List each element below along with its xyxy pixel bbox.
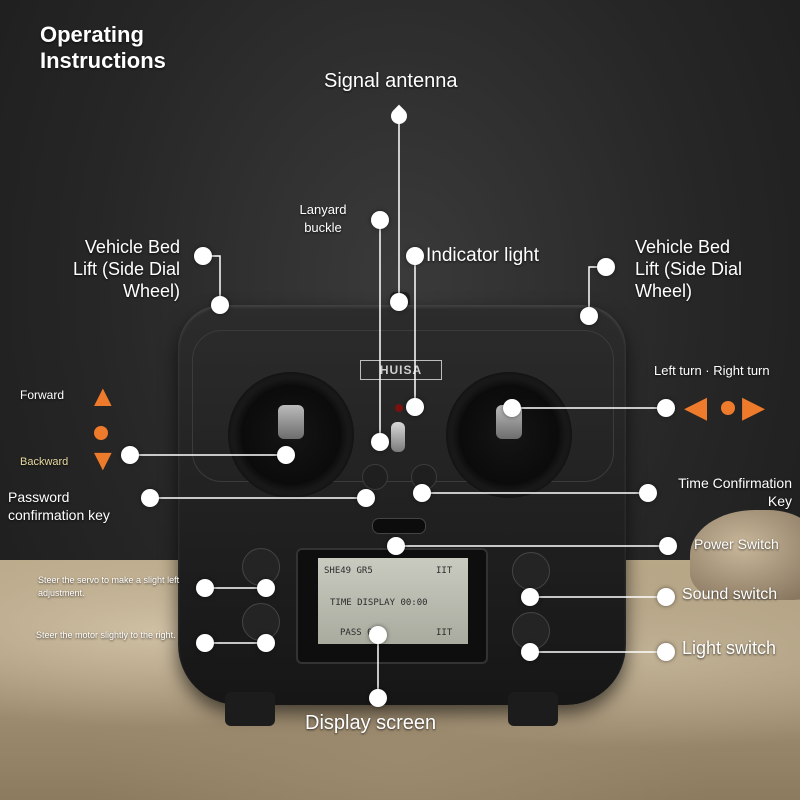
bed-right-end-dot <box>580 307 598 325</box>
indicator-led <box>395 404 403 412</box>
lanyard-dot <box>371 211 389 229</box>
left-foot <box>225 692 275 726</box>
indicator-end-dot <box>406 398 424 416</box>
turn-dot <box>657 399 675 417</box>
vehicle-bed-right-label: Vehicle Bed Lift (Side Dial Wheel) <box>635 237 743 301</box>
light-end-dot <box>521 643 539 661</box>
orange-turn-dot <box>721 401 735 415</box>
display-dot <box>369 689 387 707</box>
forward-label: Forward <box>20 388 65 402</box>
right-stick-dot <box>503 399 521 417</box>
servo-dot <box>196 579 214 597</box>
lcd-battery-2: IIT <box>436 628 453 638</box>
brand-logo: HUISA <box>360 360 442 380</box>
orange-center-dot <box>94 426 108 440</box>
indicator-light-label: Indicator light <box>426 245 540 266</box>
backward-label: Backward <box>20 456 69 468</box>
left-stick-dot <box>277 446 295 464</box>
password-confirmation-button[interactable] <box>362 464 388 490</box>
sound-button[interactable] <box>512 552 550 590</box>
antenna-dot <box>390 293 408 311</box>
password-end-dot <box>357 489 375 507</box>
lcd-line-3: PASS 00 <box>340 628 378 638</box>
motor-dot <box>196 634 214 652</box>
arrow-left-icon: ◀ <box>684 391 708 424</box>
bed-left-dot <box>194 247 212 265</box>
controller-face-panel <box>192 330 614 482</box>
time-key-label: Time Confirmation Key <box>678 475 792 509</box>
power-switch-label: Power Switch <box>694 536 779 552</box>
rock <box>690 510 800 600</box>
display-end-dot <box>369 626 387 644</box>
arrow-up-icon: ▲ <box>88 380 118 413</box>
power-end-dot <box>387 537 405 555</box>
lanyard-end-dot <box>371 433 389 451</box>
right-foot <box>508 692 558 726</box>
signal-antenna-label: Signal antenna <box>324 70 458 92</box>
lanyard-buckle-label: Lanyard buckle <box>299 202 347 235</box>
left-joystick[interactable] <box>278 405 304 439</box>
light-switch-label: Light switch <box>682 638 777 658</box>
lanyard-toggle[interactable] <box>391 422 405 452</box>
steer-servo-label: Steer the servo to make a slight left ad… <box>38 575 180 598</box>
page-title: Operating Instructions <box>40 22 166 73</box>
light-dot <box>657 643 675 661</box>
bed-right-dot <box>597 258 615 276</box>
indicator-dot <box>406 247 424 265</box>
password-key-label: Password confirmation key <box>8 489 110 523</box>
lcd-line-2: TIME DISPLAY 00:00 <box>330 598 428 608</box>
vehicle-bed-left-label: Vehicle Bed Lift (Side Dial Wheel) <box>72 237 180 301</box>
display-screen-label: Display screen <box>305 712 437 734</box>
forward-backward-dot <box>121 446 139 464</box>
sound-switch-label: Sound switch <box>682 586 778 603</box>
password-dot <box>141 489 159 507</box>
turn-label: Left turn · Right turn <box>654 363 770 378</box>
sound-dot <box>657 588 675 606</box>
power-dot <box>659 537 677 555</box>
sound-end-dot <box>521 588 539 606</box>
arrow-down-icon: ▼ <box>88 444 118 477</box>
lcd-line-1: SHE49 GR5 <box>324 566 373 576</box>
display-screen: SHE49 GR5 IIT TIME DISPLAY 00:00 PASS 00… <box>318 558 468 644</box>
power-switch[interactable] <box>372 518 426 534</box>
lcd-battery-1: IIT <box>436 566 453 576</box>
steer-motor-label: Steer the motor slightly to the right. <box>36 630 176 640</box>
time-dot <box>639 484 657 502</box>
servo-end-dot <box>257 579 275 597</box>
time-end-dot <box>413 484 431 502</box>
motor-end-dot <box>257 634 275 652</box>
bed-left-end-dot <box>211 296 229 314</box>
arrow-right-icon: ▶ <box>742 391 766 424</box>
